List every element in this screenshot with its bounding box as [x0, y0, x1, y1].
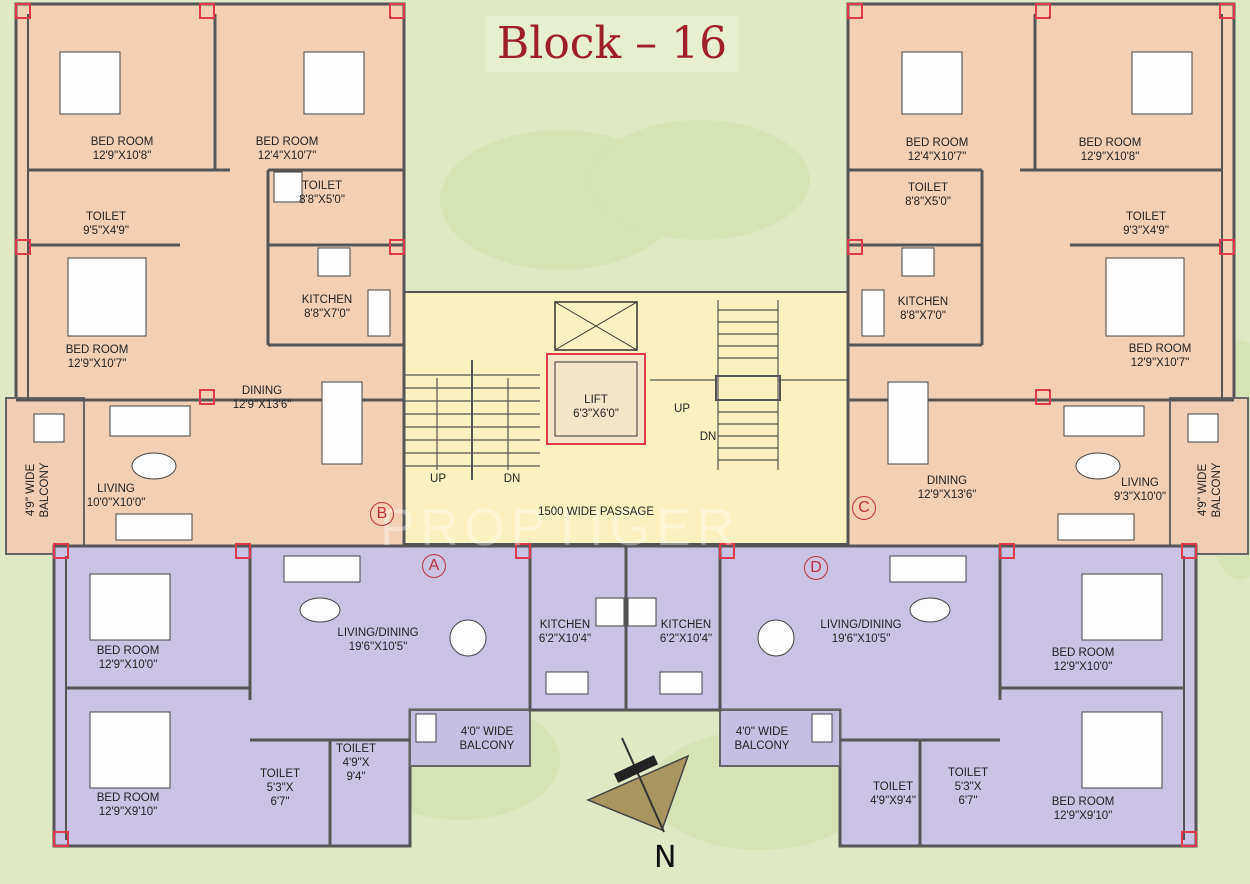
compass-icon [586, 737, 690, 833]
stair-dn-left: DN [503, 473, 521, 485]
unit-label-b: B [370, 502, 394, 526]
block-title: Block – 16 [486, 16, 738, 72]
column-markers [15, 3, 1235, 847]
unit-label-d: D [804, 556, 828, 580]
north-label: N [654, 840, 677, 875]
duct [554, 301, 638, 351]
stair-up-right: UP [674, 403, 690, 415]
furniture [33, 51, 1219, 789]
unit-label-c: C [852, 496, 876, 520]
lift-shaft [546, 353, 646, 445]
unit-label-a: A [422, 554, 446, 578]
watermark: PROPTIGER [380, 499, 741, 557]
stair-right [650, 300, 848, 470]
passage-label: 1500 WIDE PASSAGE [537, 506, 655, 518]
stair-left [404, 360, 540, 480]
stair-dn-right: DN [699, 431, 717, 443]
stair-up-left: UP [430, 473, 446, 485]
